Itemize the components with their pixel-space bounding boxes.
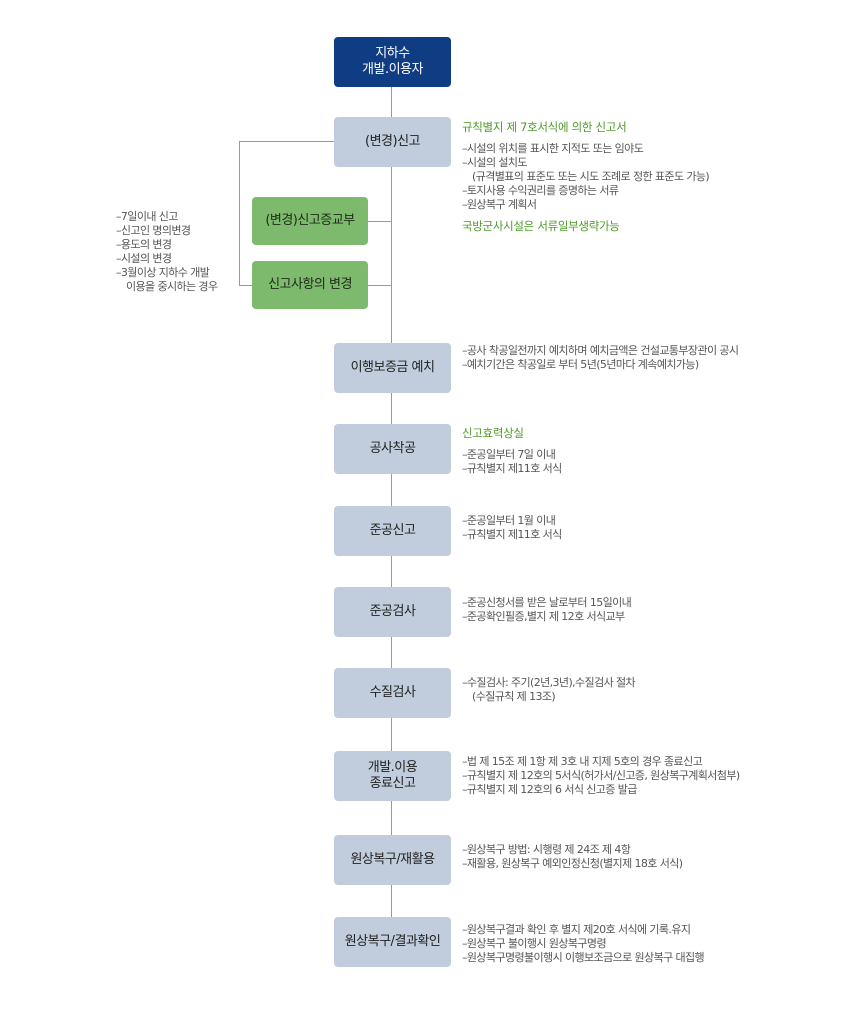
note-heading: 신고효력상실 [462, 426, 524, 440]
box-label-line: 개발.이용자 [362, 62, 423, 77]
note-item: –용도의 변경 [116, 238, 172, 251]
box-label-line: 원상복구/재활용 [350, 852, 435, 867]
note-item: –법 제 15조 제 1항 제 3호 내 지제 5호의 경우 종료신고 [462, 755, 703, 768]
report-change-box: 신고사항의 변경 [252, 261, 368, 309]
note-item: –준공일부터 7일 이내 [462, 448, 556, 461]
note-item: –원상복구 계획서 [462, 198, 537, 211]
bracket-top-line [239, 141, 335, 142]
step-restoration-check-box: 원상복구/결과확인 [334, 917, 451, 967]
box-label-line: (변경)신고 [365, 134, 420, 149]
side-box-1-connector [368, 221, 392, 222]
note-item: –시설의 설치도 [462, 156, 528, 169]
step-completion-inspection-box: 준공검사 [334, 587, 451, 637]
military-facility-note: 국방군사시설은 서류일부생략가능 [462, 219, 620, 233]
note-item: –시설의 위치를 표시한 지적도 또는 임야도 [462, 142, 644, 155]
restoration-check-note: –원상복구결과 확인 후 별지 제20호 서식에 기록.유지 –원상복구 불이행… [462, 923, 705, 965]
water-quality-note: –수질검사: 주기(2년,3년),수질검사 절차 (수질규칙 제 13조) [462, 676, 636, 704]
box-label-line: 종료신고 [369, 776, 416, 791]
note-item: –규칙별지 제 12호의 6 서식 신고증 발급 [462, 783, 637, 796]
main-flow-line [391, 86, 392, 918]
note-item: (수질규칙 제 13조) [472, 690, 556, 703]
note-item: –토지사용 수익권리를 증명하는 서류 [462, 184, 619, 197]
step-restoration-box: 원상복구/재활용 [334, 835, 451, 885]
step-report-box: (변경)신고 [334, 117, 451, 167]
box-label-line: 원상복구/결과확인 [344, 934, 441, 949]
note-item: –규칙별지 제 12호의 5서식(허가서/신고증, 원상복구계획서첨부) [462, 769, 740, 782]
note-item: –예치기간은 착공일로 부터 5년(5년마다 계속예치가능) [462, 358, 699, 371]
step-termination-report-box: 개발.이용 종료신고 [334, 751, 451, 801]
note-item: –3월이상 지하수 개발 [116, 266, 210, 279]
step-water-quality-box: 수질검사 [334, 668, 451, 718]
side-box-2-connector [368, 285, 392, 286]
note-item: –7일이내 신고 [116, 210, 178, 223]
note-item: –원상복구명령불이행시 이행보조금으로 원상복구 대집행 [462, 951, 705, 964]
note-item: –공사 착공일전까지 예치하며 예치금액은 건설교통부장관이 공시 [462, 344, 739, 357]
note-item: –규칙별지 제11호 서식 [462, 462, 562, 475]
developer-user-box: 지하수 개발.이용자 [334, 37, 451, 87]
note-item: 이용을 중시하는 경우 [126, 280, 218, 293]
note-item: –신고인 명의변경 [116, 224, 191, 237]
step-deposit-box: 이행보증금 예치 [334, 343, 451, 393]
note-item: –준공신청서를 받은 날로부터 15일이내 [462, 596, 632, 609]
termination-report-note: –법 제 15조 제 1항 제 3호 내 지제 5호의 경우 종료신고 –규칙별… [462, 755, 740, 797]
restoration-note: –원상복구 방법: 시행령 제 24조 제 4항 –재활용, 원상복구 예외인정… [462, 843, 683, 871]
note-item: –원상복구결과 확인 후 별지 제20호 서식에 기록.유지 [462, 923, 691, 936]
change-conditions-note: –7일이내 신고 –신고인 명의변경 –용도의 변경 –시설의 변경 –3월이상… [116, 210, 218, 294]
note-item: –수질검사: 주기(2년,3년),수질검사 절차 [462, 676, 636, 689]
box-label-line: 신고사항의 변경 [268, 277, 352, 292]
bracket-bottom-line [239, 285, 252, 286]
note-item: –원상복구 방법: 시행령 제 24조 제 4항 [462, 843, 631, 856]
certificate-issue-box: (변경)신고증교부 [252, 197, 368, 245]
note-item: –재활용, 원상복구 예외인정신청(별지제 18호 서식) [462, 857, 683, 870]
deposit-note: –공사 착공일전까지 예치하며 예치금액은 건설교통부장관이 공시 –예치기간은… [462, 344, 739, 372]
completion-inspection-note: –준공신청서를 받은 날로부터 15일이내 –준공확인필증,별지 제 12호 서… [462, 596, 632, 624]
box-label-line: 개발.이용 [367, 760, 418, 775]
step-construction-start-box: 공사착공 [334, 424, 451, 474]
step-completion-report-box: 준공신고 [334, 506, 451, 556]
note-item: –준공일부터 1월 이내 [462, 514, 556, 527]
completion-report-note: –준공일부터 1월 이내 –규칙별지 제11호 서식 [462, 514, 562, 542]
note-item: (규격별표의 표준도 또는 시도 조례로 정한 표준도 가능) [472, 170, 710, 183]
report-documents-note: 규칙별지 제 7호서식에 의한 신고서 –시설의 위치를 표시한 지적도 또는 … [462, 120, 710, 212]
bracket-vertical-line [239, 141, 240, 286]
note-item: –시설의 변경 [116, 252, 172, 265]
box-label-line: (변경)신고증교부 [265, 213, 355, 228]
box-label-line: 공사착공 [369, 441, 416, 456]
box-label-line: 이행보증금 예치 [350, 360, 435, 375]
note-heading: 규칙별지 제 7호서식에 의한 신고서 [462, 120, 627, 134]
box-label-line: 준공신고 [369, 523, 416, 538]
note-item: –준공확인필증,별지 제 12호 서식교부 [462, 610, 625, 623]
box-label-line: 지하수 [375, 46, 410, 61]
note-item: –원상복구 불이행시 원상복구명령 [462, 937, 607, 950]
construction-start-note: 신고효력상실 –준공일부터 7일 이내 –규칙별지 제11호 서식 [462, 426, 562, 476]
note-item: –규칙별지 제11호 서식 [462, 528, 562, 541]
box-label-line: 수질검사 [369, 685, 416, 700]
box-label-line: 준공검사 [369, 604, 416, 619]
